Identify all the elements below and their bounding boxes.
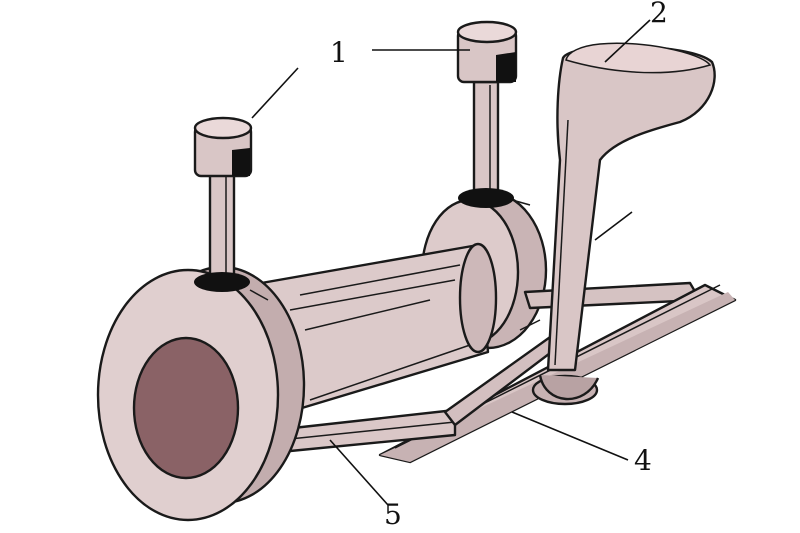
riser-front xyxy=(193,116,253,292)
front-flange xyxy=(96,265,306,522)
callout-5: 5 xyxy=(384,498,402,531)
leader-5 xyxy=(329,439,389,506)
casting-body xyxy=(248,242,498,422)
leader-lines xyxy=(251,19,651,506)
pouring-cup-sprue xyxy=(531,42,716,406)
callout-4: 4 xyxy=(634,444,652,477)
leader-2 xyxy=(604,19,651,63)
leader-4 xyxy=(511,411,629,461)
callout-1: 1 xyxy=(330,36,348,69)
callout-2: 2 xyxy=(650,0,668,29)
leader-3 xyxy=(594,211,633,241)
leader-1a xyxy=(251,67,299,119)
bore-opening xyxy=(132,336,240,480)
riser-rear xyxy=(456,20,518,208)
